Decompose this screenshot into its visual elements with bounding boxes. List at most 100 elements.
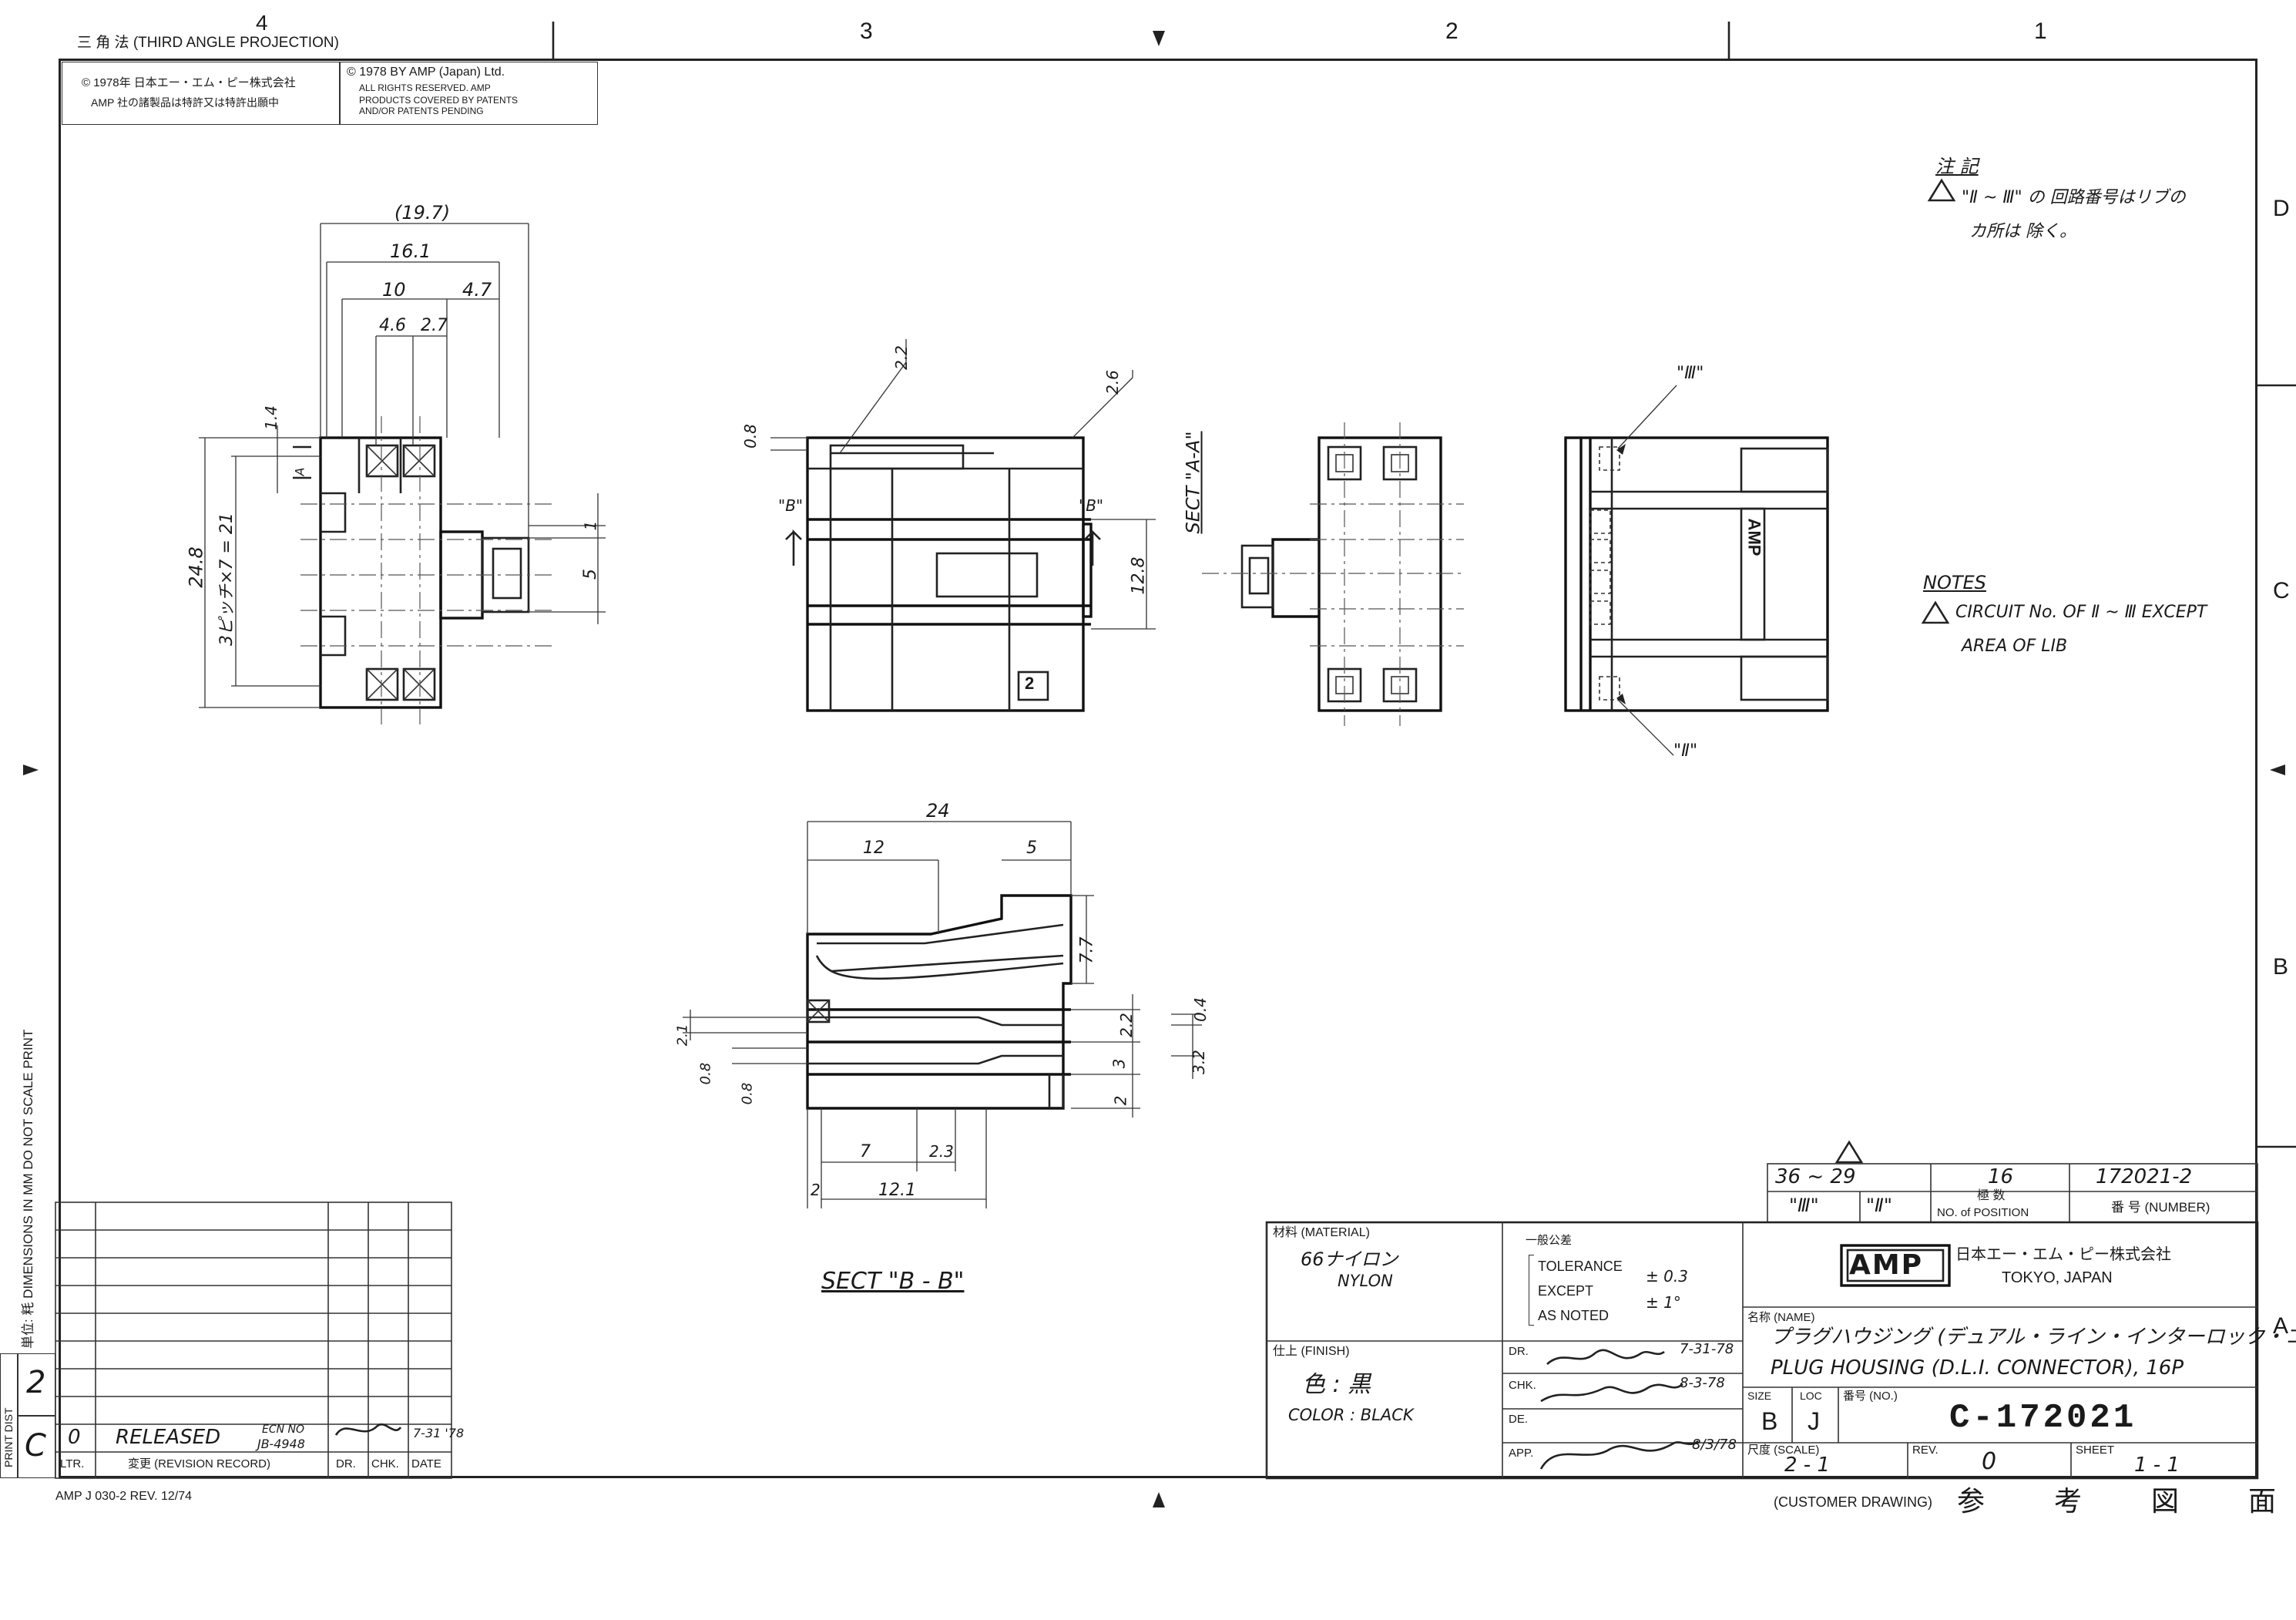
revision-header-ltr: LTR. [60,1457,85,1470]
dim-b-12: 12 [863,839,884,858]
position-range: 36 ~ 29 [1775,1165,1856,1188]
notes-jp-line1: "Ⅱ ~ Ⅲ" の 回路番号はリブの [1962,188,2186,207]
center-arrow-top-icon [1153,31,1165,46]
front-view [199,223,606,724]
notes-jp-line2: カ所は 除く。 [1969,222,2076,241]
dim-top-4-7: 4.7 [462,279,492,301]
copyright-en-line3: PRODUCTS COVERED BY PATENTS [359,95,519,106]
section-b-label: SECT "B - B" [821,1268,965,1295]
position-number: 172021-2 [2096,1165,2193,1188]
chk-label: CHK. [1509,1379,1536,1392]
projection-label: 三 角 法 (THIRD ANGLE PROJECTION) [77,35,339,51]
notes-en-title: NOTES [1923,572,1986,593]
center-arrow-bottom-icon [1153,1492,1165,1507]
tolerance-bracket [1529,1255,1534,1326]
tolerance-value-angular: ± 1° [1646,1293,1681,1312]
revision-header-dr: DR. [336,1457,356,1470]
notes-en-line1: CIRCUIT No. OF Ⅱ ~ Ⅲ EXCEPT [1955,603,2207,622]
copyright-jp-line2: AMP 社の諸製品は特許又は特許出願中 [91,96,279,109]
zone-number-4: 4 [256,11,268,35]
pin-number-mark: 2 [1025,674,1035,693]
position-number-label: 番 号 (NUMBER) [2111,1200,2210,1215]
section-a-view [770,339,1156,712]
drawing-number: C-172021 [1949,1399,2137,1437]
tolerance-line3: AS NOTED [1538,1308,1610,1323]
center-arrow-right-icon [2270,765,2285,775]
side-view [1564,385,1829,756]
sheet-value: 1 - 1 [2134,1454,2180,1477]
tolerance-line1: TOLERANCE [1538,1259,1623,1274]
revision-date: 7-31 '78 [413,1426,465,1440]
dim-top-overall: (19.7) [394,202,451,224]
copyright-jp-line1: © 1978年 日本エー・エム・ピー株式会社 [82,76,296,89]
tolerance-value-linear: ± 0.3 [1646,1267,1688,1286]
finish-value-en: COLOR : BLACK [1288,1406,1414,1424]
size-label: SIZE [1747,1390,1772,1402]
zone-number-3: 3 [860,18,873,44]
copyright-en-line4: AND/OR PATENTS PENDING [359,106,484,116]
company-name-jp: 日本エー・エム・ピー株式会社 [1955,1246,2171,1263]
dr-date: 7-31-78 [1680,1341,1734,1357]
print-dist-value-1: 2 [26,1365,46,1400]
dim-top-4-6: 4.6 [379,316,406,335]
tolerance-label: 一般公差 [1526,1234,1573,1247]
rear-view [1202,422,1464,726]
revision-header-chk: CHK. [371,1457,399,1470]
copyright-en-line2: ALL RIGHTS RESERVED. AMP [359,82,491,93]
notes-jp-title: 注 記 [1935,156,1979,177]
position-range-e: "Ⅱ" [1866,1195,1892,1216]
revision-header-date: DATE [411,1457,441,1470]
name-jp: プラグハウジング (デュアル・ライン・インターロック・コネクタ) [1771,1326,2296,1349]
sheet-label: SHEET [2076,1444,2115,1457]
scale-label: 尺度 (SCALE) [1747,1444,1820,1457]
name-en: PLUG HOUSING (D.L.I. CONNECTOR), 16P [1771,1356,2184,1380]
zone-letter-a: A [2273,1313,2289,1339]
section-b-mark-right: "B" [1079,496,1104,515]
dim-b-2-left: 2 [811,1181,821,1199]
dim-b-5: 5 [1026,839,1037,858]
rev-label: REV. [1912,1444,1939,1457]
revision-ecn-number: JB-4948 [257,1437,305,1451]
print-dist-value-2: C [25,1428,46,1464]
zone-letter-b: B [2273,954,2289,980]
reference-drawing-jp: 参 考 図 面 [1957,1485,2296,1517]
position-count-label: NO. of POSITION [1937,1206,2029,1219]
app-date: 8/3/78 [1692,1437,1737,1453]
number-label: 番号 (NO.) [1843,1390,1898,1403]
warning-triangle-icon-3 [1834,1140,1864,1164]
copyright-en-line1: © 1978 BY AMP (Japan) Ltd. [347,66,505,79]
finish-value-jp: 色 : 黒 [1302,1371,1371,1398]
material-value-jp: 66ナイロン [1301,1249,1398,1270]
print-dist-divider-h [17,1415,55,1417]
dim-b-12-1: 12.1 [878,1181,916,1200]
size-value: B [1761,1407,1778,1435]
drawing-frame [59,59,2257,1478]
warning-triangle-icon [1927,178,1956,202]
rev-value: 0 [1982,1448,1997,1475]
zone-number-1: 1 [2034,18,2047,44]
circuit-mark-f: "Ⅲ" [1677,364,1704,383]
company-city: TOKYO, JAPAN [2002,1269,2113,1286]
dim-top-10: 10 [382,279,406,301]
zone-number-2: 2 [1445,18,1458,44]
section-b-mark-left: "B" [778,496,804,515]
de-label: DE. [1509,1413,1529,1426]
dim-b-7: 7 [860,1142,871,1161]
dim-b-24: 24 [926,800,950,822]
material-label: 材料 (MATERIAL) [1273,1226,1370,1239]
zone-letter-c: C [2273,578,2290,603]
position-count-label-jp: 極 数 [1977,1189,2006,1202]
position-range-f: "Ⅲ" [1789,1195,1819,1216]
scale-value: 2 - 1 [1784,1454,1830,1477]
revision-header-record: 変更 (REVISION RECORD) [128,1457,271,1470]
finish-label: 仕上 (FINISH) [1273,1345,1350,1358]
section-b-view [683,821,1202,1208]
notes-en-line2: AREA OF LIB [1962,637,2068,656]
revision-ecn-label: ECN NO [262,1423,305,1436]
dim-b-2-3: 2.3 [929,1142,954,1161]
revision-desc: RELEASED [116,1426,221,1449]
